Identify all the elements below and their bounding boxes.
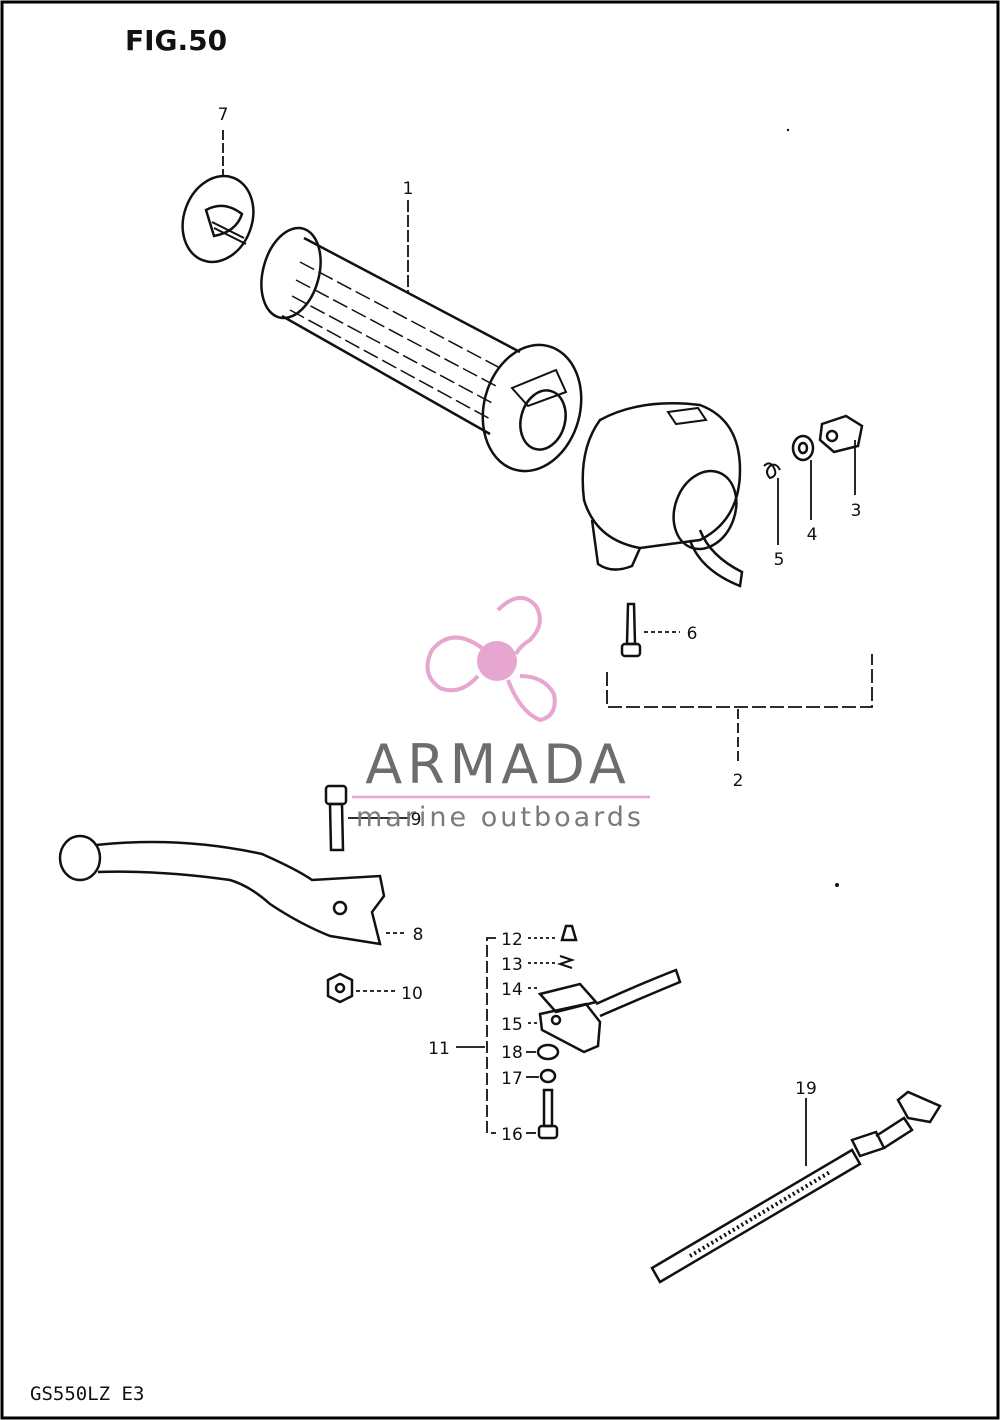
- watermark-tagline: marine outboards: [356, 802, 644, 833]
- part-16-screw[interactable]: [526, 1088, 559, 1140]
- callout-labels: 1 2 3 4 5 6 7 8 9 10 11 12 13 14 15 16 1…: [218, 105, 862, 1145]
- callout-15: 15: [501, 1015, 523, 1035]
- armada-logo-icon: [425, 596, 557, 723]
- part-3-cable-adjuster[interactable]: [818, 414, 864, 495]
- part-12-cap[interactable]: [528, 924, 578, 942]
- speck: [786, 128, 790, 132]
- callout-17: 17: [501, 1069, 523, 1089]
- part-14-15-switch-body[interactable]: [528, 968, 682, 1054]
- part-9-pivot-bolt[interactable]: [324, 784, 410, 852]
- part-13-spring[interactable]: [528, 955, 576, 969]
- part-19-cable-tie[interactable]: [650, 1090, 942, 1284]
- part-1-throttle-grip[interactable]: [252, 221, 595, 482]
- callout-4: 4: [807, 525, 818, 545]
- callout-3: 3: [851, 501, 862, 521]
- callout-9: 9: [411, 810, 422, 830]
- part-4-washer[interactable]: [791, 434, 815, 520]
- callout-18: 18: [501, 1043, 523, 1063]
- group-2-bracket: [606, 654, 873, 765]
- part-5-spring[interactable]: [763, 462, 781, 545]
- group-11-bracket: [456, 937, 496, 1134]
- callout-11: 11: [428, 1039, 450, 1059]
- callout-13: 13: [501, 955, 523, 975]
- speck: [835, 883, 839, 887]
- callout-7: 7: [218, 105, 229, 125]
- callout-1: 1: [403, 179, 414, 199]
- part-7-grip-end-cap[interactable]: [171, 166, 265, 272]
- part-18-washer[interactable]: [526, 1043, 560, 1061]
- callout-8: 8: [413, 925, 424, 945]
- callout-19: 19: [795, 1079, 817, 1099]
- model-code: GS550LZ E3: [30, 1383, 144, 1405]
- callout-2: 2: [733, 771, 744, 791]
- watermark-brand: ARMADA: [365, 733, 631, 796]
- leader-lines-top: [222, 130, 409, 292]
- part-10-nut[interactable]: [326, 972, 396, 1004]
- callout-5: 5: [774, 550, 785, 570]
- callout-10: 10: [401, 984, 423, 1004]
- callout-12: 12: [501, 930, 523, 950]
- figure-title: FIG.50: [125, 24, 227, 57]
- callout-16: 16: [501, 1125, 523, 1145]
- part-6-screw[interactable]: [620, 602, 680, 658]
- callout-14: 14: [501, 980, 523, 1000]
- part-17-spring-washer[interactable]: [526, 1068, 557, 1084]
- callout-6: 6: [687, 624, 698, 644]
- part-2-throttle-housing[interactable]: [581, 402, 747, 588]
- part-8-brake-lever[interactable]: [58, 834, 404, 946]
